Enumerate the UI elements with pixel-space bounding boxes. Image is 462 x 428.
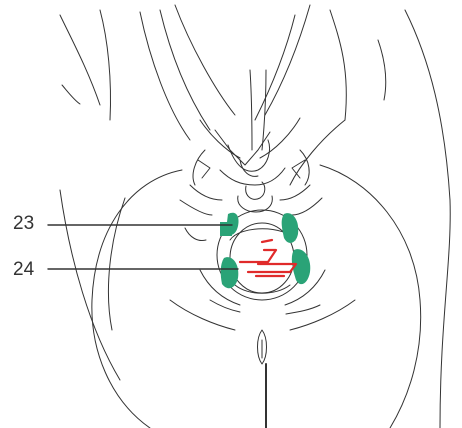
gluteal-outline [60,165,421,428]
label-24: 24 [13,260,34,279]
leader-lines [48,225,238,269]
pelvic-ring [170,210,355,330]
label-23: 23 [13,214,34,233]
body-outline [60,5,450,428]
red-vessels [240,240,296,276]
sacral-region [180,70,322,215]
lower-structures [210,300,320,428]
